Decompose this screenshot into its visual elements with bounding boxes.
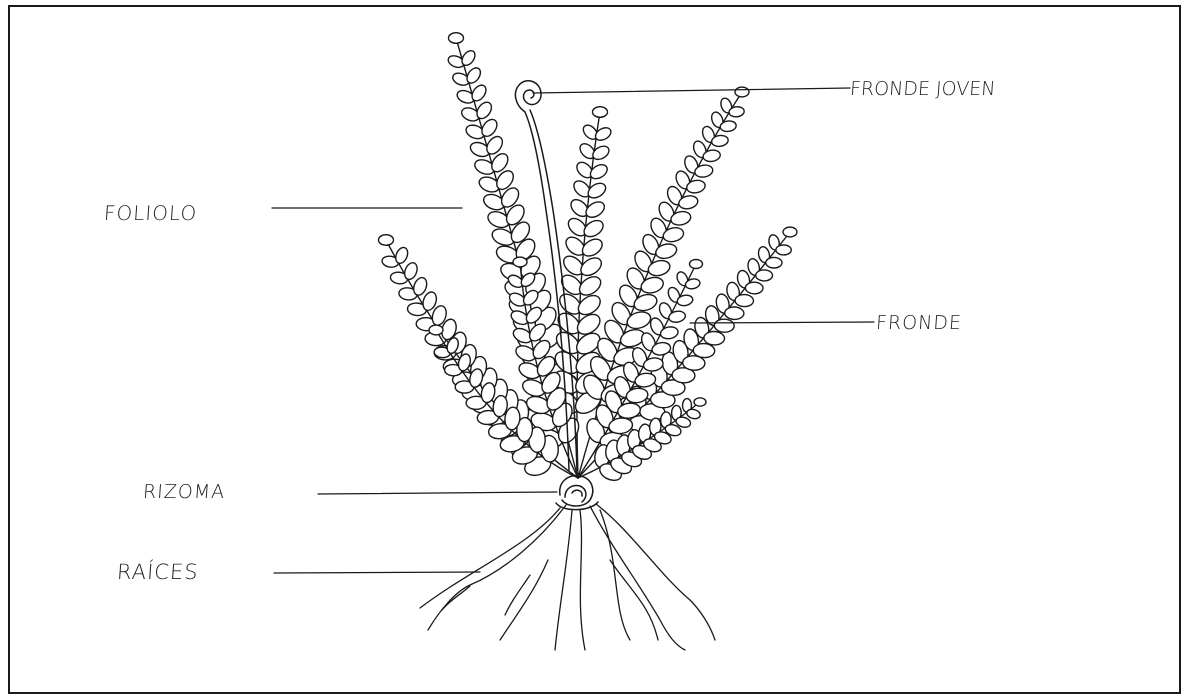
leaflet: [766, 257, 782, 268]
leaflet: [449, 33, 464, 44]
leaflet: [756, 270, 773, 281]
leaflet: [593, 107, 608, 118]
leaflet: [704, 331, 725, 345]
leaflet: [694, 398, 706, 406]
leaflet: [686, 408, 701, 420]
leaflet: [714, 319, 734, 333]
leaflet: [725, 307, 745, 320]
leader-fronde-joven: [533, 88, 850, 93]
leaflet: [776, 245, 791, 255]
root-strand: [555, 510, 572, 650]
root-strand: [590, 506, 685, 650]
leaflet: [429, 325, 443, 335]
leaflet: [513, 257, 527, 267]
root-strand: [500, 560, 548, 640]
leaflet: [379, 235, 394, 246]
label-fronde: FRONDE: [875, 312, 962, 334]
leader-rizoma: [318, 492, 557, 494]
root-strand: [505, 575, 530, 615]
label-fronde-joven: FRONDE JOVEN: [849, 78, 996, 100]
leaflet: [690, 260, 703, 269]
leaflet: [745, 282, 763, 294]
leaflet: [735, 294, 754, 306]
label-rizoma: RIZOMA: [142, 481, 226, 503]
label-foliolo: FOLIOLO: [103, 201, 198, 225]
root-strand: [420, 508, 560, 608]
label-raices: RAÍCES: [116, 560, 199, 584]
leader-raices: [274, 572, 480, 573]
rhizome: [556, 476, 598, 510]
leaflet: [735, 87, 749, 97]
root-strand: [580, 510, 585, 650]
leaflet: [783, 227, 797, 237]
fern-fronds: [379, 33, 798, 484]
roots: [420, 504, 715, 650]
root-strand: [600, 510, 630, 640]
root-strand: [610, 560, 658, 640]
